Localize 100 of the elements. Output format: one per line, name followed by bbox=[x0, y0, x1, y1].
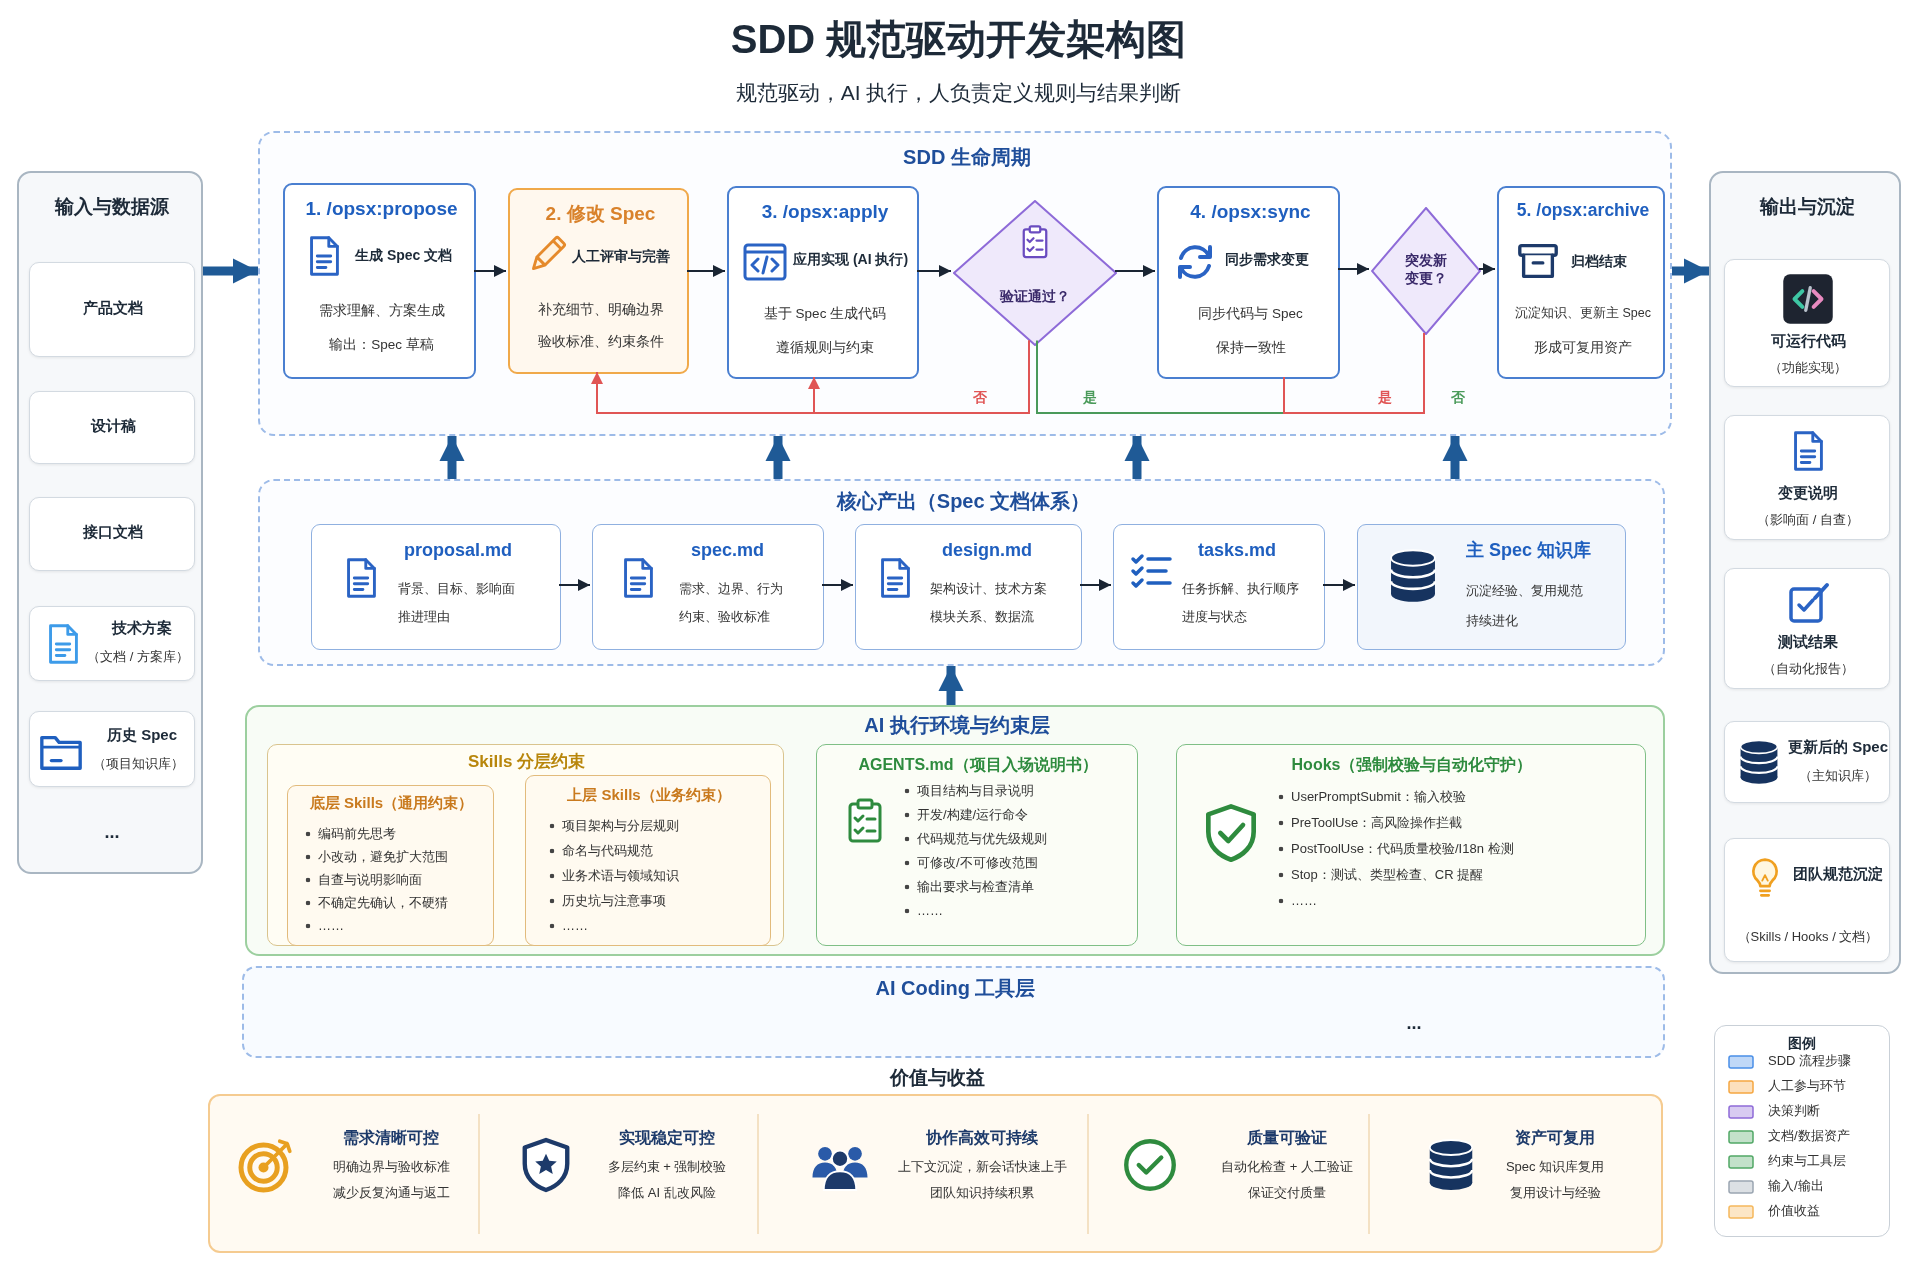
source-card bbox=[29, 391, 195, 464]
step-description: 需求理解、方案生成 bbox=[317, 303, 446, 320]
benefit-title: 质量可验证 bbox=[1246, 1128, 1328, 1148]
step-title: 5. /opsx:archive bbox=[1515, 200, 1651, 222]
arrow bbox=[1079, 579, 1112, 591]
benefit-description: 自动化检查 + 人工验证 bbox=[1220, 1159, 1354, 1176]
knowledge-base-card bbox=[1357, 524, 1626, 650]
group-title: Hooks（强制校验与自动化守护） bbox=[1290, 755, 1534, 775]
connector-line bbox=[1036, 339, 1285, 414]
output-card bbox=[1724, 259, 1890, 387]
step-description: 同步代码与 Spec bbox=[1197, 306, 1304, 323]
source-card bbox=[29, 262, 195, 357]
lifecycle-group bbox=[258, 131, 1672, 436]
legend-text: SDD 流程步骤 bbox=[1768, 1053, 1852, 1070]
connector-line bbox=[1283, 332, 1425, 414]
file-name: design.md bbox=[942, 539, 1033, 562]
step-description: 补充细节、明确边界 bbox=[536, 302, 665, 319]
agents-box bbox=[816, 744, 1138, 946]
step-heading: 应用实现 (AI 执行) bbox=[793, 251, 910, 269]
benefit-description: 保证交付质量 bbox=[1247, 1185, 1327, 1202]
file-card bbox=[311, 524, 561, 650]
item-title: 可运行代码 bbox=[1769, 332, 1847, 351]
diagram-subtitle: 规范驱动，AI 执行，人负责定义规则与结果判断 bbox=[734, 80, 1183, 106]
source-card bbox=[29, 497, 195, 571]
benefit-description: 复用设计与经验 bbox=[1508, 1185, 1602, 1202]
item-title: 历史 Spec bbox=[106, 726, 178, 745]
section-title: AI 执行环境与约束层 bbox=[863, 713, 1051, 738]
item-note: （自动化报告） bbox=[1761, 661, 1855, 678]
benefit-title: 资产可复用 bbox=[1514, 1128, 1596, 1148]
benefit-description: 多层约束 + 强制校验 bbox=[606, 1159, 728, 1176]
legend-text: 决策判断 bbox=[1768, 1103, 1820, 1120]
ellipsis: ... bbox=[103, 821, 121, 844]
step-heading: 生成 Spec 文档 bbox=[355, 247, 454, 265]
item-note: （项目知识库） bbox=[91, 756, 185, 773]
block-arrow bbox=[203, 258, 258, 284]
item-note: （主知识库） bbox=[1798, 768, 1878, 785]
section-title: 核心产出（Spec 文档体系） bbox=[835, 489, 1092, 514]
arrow bbox=[808, 339, 1030, 414]
arrow bbox=[916, 265, 952, 277]
item-title: 团队规范沉淀 bbox=[1792, 865, 1884, 884]
arrow bbox=[1114, 265, 1156, 277]
item-note: （文档 / 方案库） bbox=[86, 649, 190, 666]
legend-title: 图例 bbox=[1787, 1035, 1817, 1053]
skills-box bbox=[525, 775, 771, 946]
item-title: 接口文档 bbox=[82, 523, 144, 542]
edge-label: 是 bbox=[1080, 389, 1100, 406]
block-arrow bbox=[1124, 436, 1150, 479]
item-title: 设计稿 bbox=[89, 417, 137, 436]
file-description: 架构设计、技术方案 bbox=[930, 581, 1048, 598]
item-title: 变更说明 bbox=[1777, 484, 1839, 503]
item-title: 测试结果 bbox=[1777, 633, 1839, 652]
skills-box bbox=[287, 785, 494, 946]
legend-text: 输入/输出 bbox=[1768, 1178, 1824, 1195]
human-step-box bbox=[508, 188, 689, 374]
step-description: 验收标准、约束条件 bbox=[536, 334, 665, 351]
item-note: （影响面 / 自查） bbox=[1756, 512, 1860, 529]
source-card bbox=[29, 606, 195, 681]
block-arrow bbox=[439, 436, 465, 479]
benefit-title: 实现稳定可控 bbox=[618, 1128, 716, 1148]
file-description: 推进理由 bbox=[398, 609, 451, 626]
legend-text: 价值收益 bbox=[1768, 1203, 1820, 1220]
input-panel bbox=[17, 171, 203, 874]
process-box bbox=[1157, 186, 1340, 379]
legend-text: 文档/数据资产 bbox=[1768, 1128, 1850, 1145]
tool-layer-group bbox=[242, 966, 1665, 1058]
step-heading: 同步需求变更 bbox=[1225, 251, 1310, 269]
item-title: 技术方案 bbox=[110, 619, 173, 638]
benefit-description: 明确边界与验收标准 bbox=[331, 1159, 451, 1176]
skills-group bbox=[267, 744, 784, 946]
ellipsis: ... bbox=[1405, 1012, 1423, 1035]
arrow bbox=[1322, 579, 1356, 591]
hooks-box bbox=[1176, 744, 1646, 946]
item-title: 产品文档 bbox=[82, 299, 144, 318]
step-description: 保持一致性 bbox=[1214, 340, 1287, 357]
file-description: 进度与状态 bbox=[1182, 609, 1248, 626]
output-card bbox=[1724, 721, 1890, 803]
branch-label: 否 bbox=[1450, 389, 1466, 407]
file-card bbox=[855, 524, 1082, 650]
benefit-title: 需求清晰可控 bbox=[342, 1128, 440, 1148]
process-box bbox=[283, 183, 476, 379]
section-title: 价值与收益 bbox=[888, 1066, 986, 1090]
step-description: 沉淀知识、更新主 Spec bbox=[1514, 306, 1652, 322]
output-card bbox=[1724, 838, 1890, 962]
group-title: AGENTS.md（项目入场说明书） bbox=[857, 755, 1099, 775]
group-title: Skills 分层约束 bbox=[466, 751, 587, 773]
output-card bbox=[1724, 415, 1890, 540]
legend-text: 人工参与环节 bbox=[1768, 1078, 1846, 1095]
core-output-group bbox=[258, 479, 1665, 666]
arrow bbox=[1478, 263, 1496, 275]
decision-text: 突发新变更？ bbox=[1404, 252, 1448, 287]
step-heading: 人工评审与完善 bbox=[572, 248, 671, 266]
file-description: 沉淀经验、复用规范 bbox=[1466, 583, 1584, 600]
arrow bbox=[1337, 263, 1370, 275]
decision-text: 验证通过？ bbox=[999, 288, 1071, 306]
process-box bbox=[727, 186, 919, 379]
benefit-description: 上下文沉淀，新会话快速上手 bbox=[896, 1159, 1068, 1176]
source-card bbox=[29, 711, 195, 787]
block-arrow bbox=[765, 436, 791, 479]
section-title: AI Coding 工具层 bbox=[874, 976, 1037, 1001]
file-name: tasks.md bbox=[1198, 539, 1278, 562]
